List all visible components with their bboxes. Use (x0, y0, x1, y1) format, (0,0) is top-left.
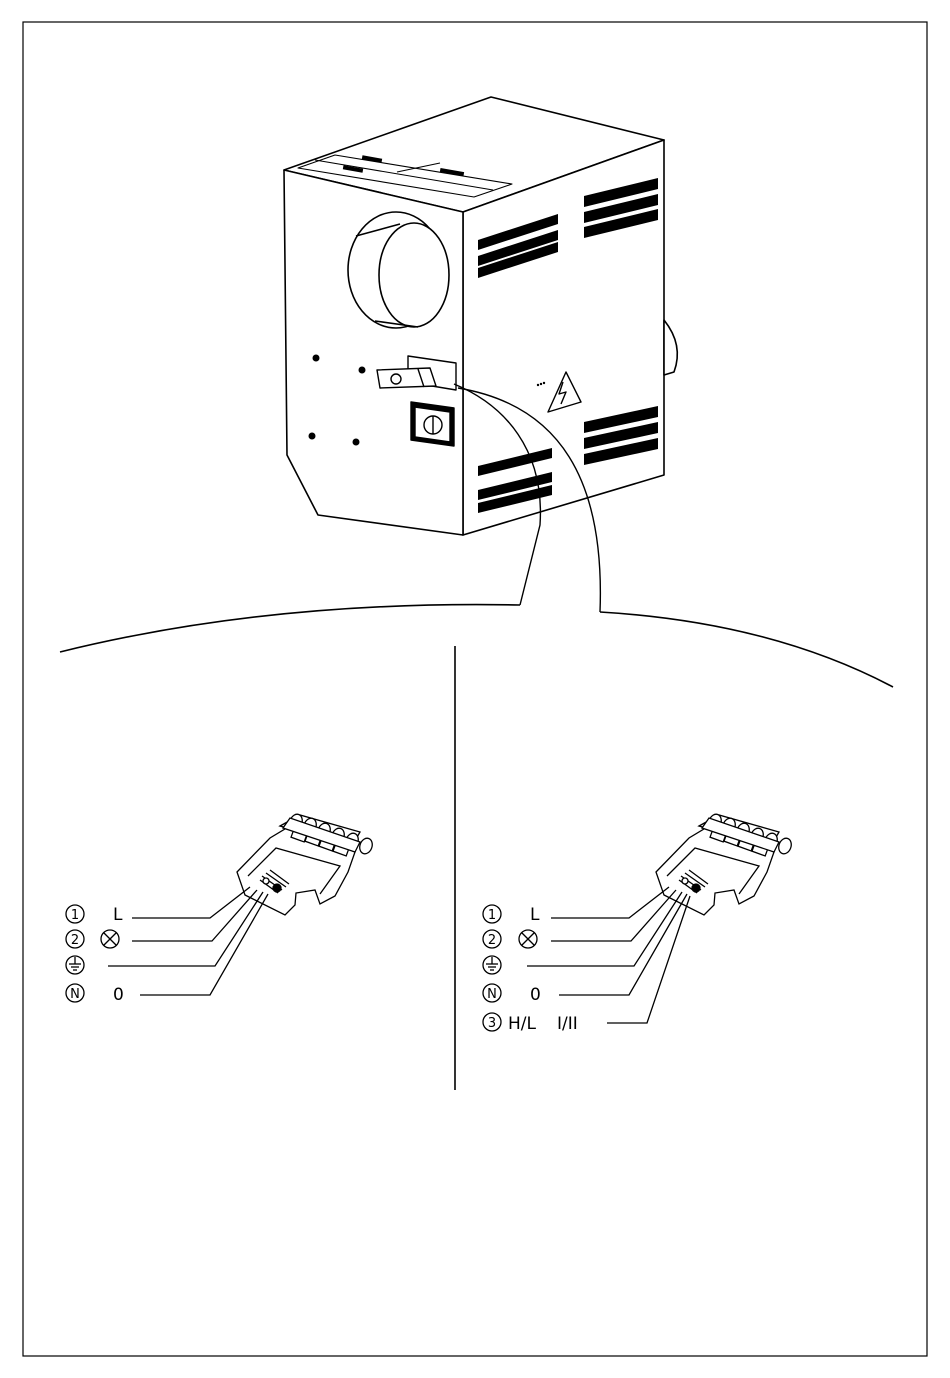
zoom-boundary (60, 605, 893, 687)
wires-right (527, 887, 690, 1023)
ventilation-unit (284, 97, 677, 535)
svg-text:1: 1 (488, 908, 496, 923)
marker-1: 1 (66, 905, 84, 923)
lamp-icon (519, 930, 537, 948)
marker-n: N (66, 984, 84, 1002)
wire-label-0: 0 (530, 985, 541, 1005)
marker-2: 2 (66, 930, 84, 948)
earth-icon (66, 956, 84, 974)
marker-1: 1 (483, 905, 501, 923)
marker-3: 3 (483, 1013, 501, 1031)
svg-text:1: 1 (71, 908, 79, 923)
wire-label-0: 0 (113, 985, 124, 1005)
wire-label-hl: H/L (508, 1014, 537, 1034)
marker-n: N (483, 984, 501, 1002)
lamp-icon (101, 930, 119, 948)
wire-label-l: L (530, 905, 540, 925)
wire-label-l: L (113, 905, 123, 925)
legend-left: 1 L 2 N 0 (66, 905, 124, 1005)
svg-text:3: 3 (488, 1016, 496, 1031)
side-duct-collar (664, 320, 677, 375)
marker-2: 2 (483, 930, 501, 948)
wires-left (108, 887, 268, 995)
svg-text:N: N (70, 987, 80, 1002)
svg-text:2: 2 (71, 933, 79, 948)
svg-text:2: 2 (488, 933, 496, 948)
legend-right: 1 L 2 N 0 3 H/L I/II (483, 905, 578, 1034)
wire-label-speed: I/II (557, 1014, 578, 1034)
earth-icon (483, 956, 501, 974)
svg-text:N: N (487, 987, 497, 1002)
switch-box (411, 402, 454, 446)
